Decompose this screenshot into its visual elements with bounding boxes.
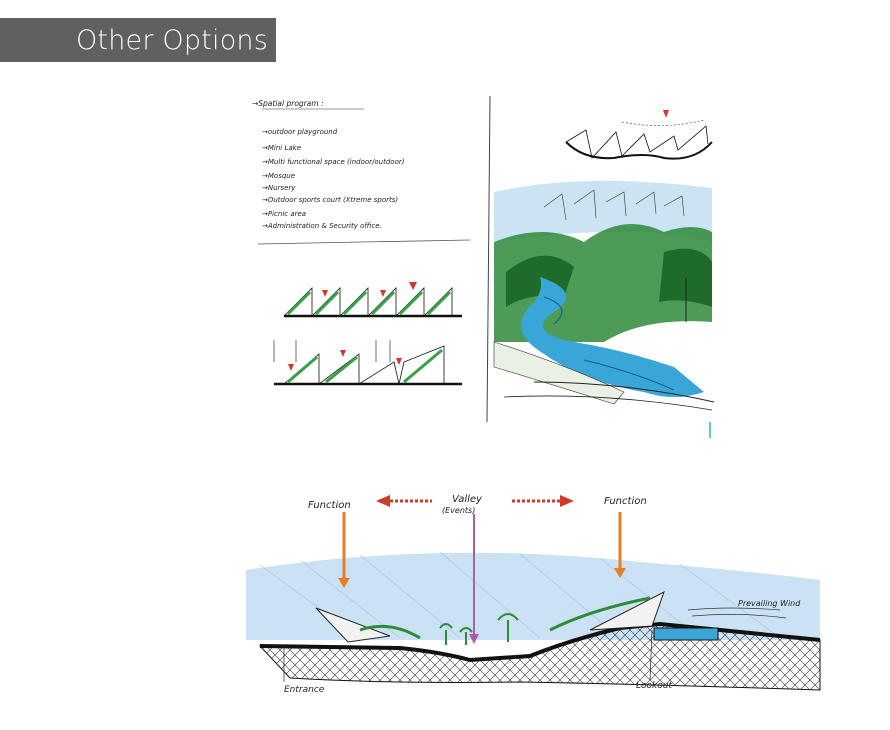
sketch-spread-drawing: →Spatial program : →outdoor playground →… [252,95,714,438]
label-prevailing-wind: Prevailing Wind [738,599,801,608]
label-function-right: Function [604,496,647,507]
label-events: (Events) [442,506,475,515]
program-item: →Outdoor sports court (Xtreme sports) [262,196,398,204]
valley-section-sketch: Function Valley (Events) Function Prevai… [240,470,830,705]
program-item: →Administration & Security office. [262,222,382,230]
label-function-left: Function [308,500,351,511]
sketchbook-spread: →Spatial program : →outdoor playground →… [244,92,714,440]
program-heading: →Spatial program : [252,99,324,108]
label-lookout: Lookout [636,681,672,691]
program-item: →Multi functional space (indoor/outdoor) [262,158,405,166]
program-item: →Nursery [262,184,296,192]
program-item: →Picnic area [262,210,306,218]
roof-section-diagram-2 [273,340,462,386]
label-entrance: Entrance [284,685,325,695]
program-item: →Mini Lake [262,144,301,152]
sketchbook-fold [486,95,491,423]
label-valley: Valley [452,494,483,505]
program-item: →Mosque [262,172,295,180]
valley-section-drawing: Function Valley (Events) Function Prevai… [246,494,821,695]
roof-section-diagram-1 [283,282,462,318]
valley-perspective-sketch [493,180,714,438]
roof-profile-sketch [565,110,713,160]
program-item: →outdoor playground [262,128,338,136]
page-title: Other Options [0,18,276,62]
